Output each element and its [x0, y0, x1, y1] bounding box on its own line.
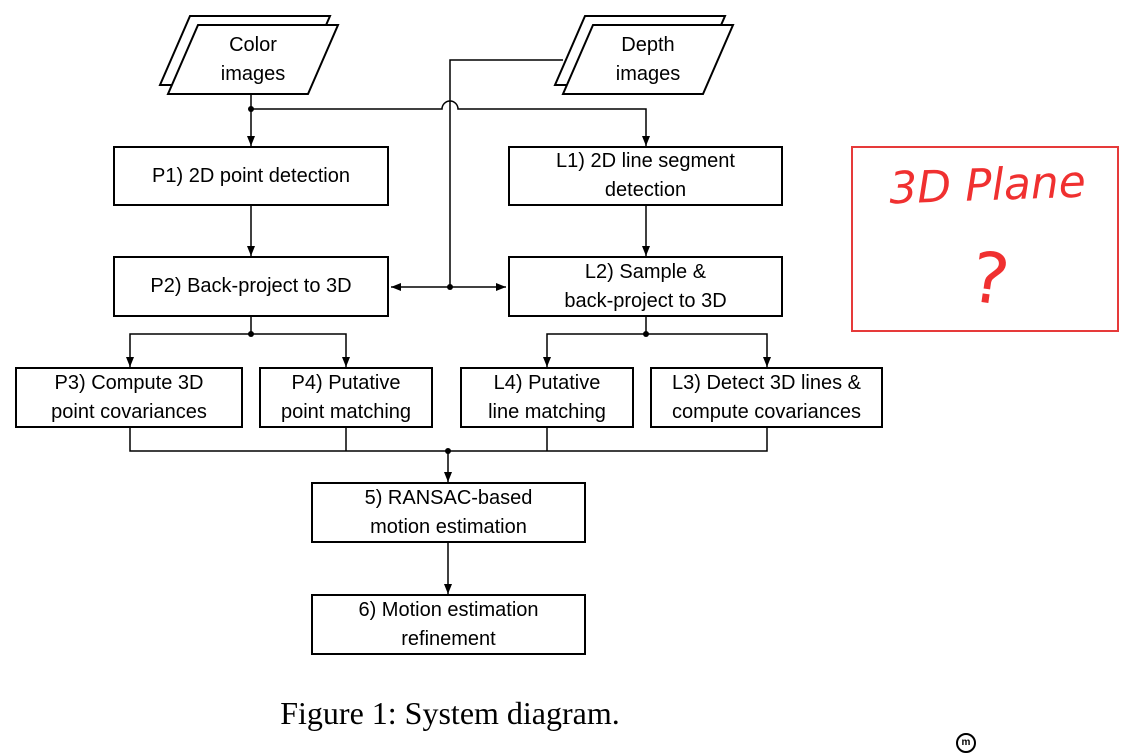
node-5: 5) RANSAC-based motion estimation — [311, 482, 586, 543]
annotation-box — [851, 146, 1119, 332]
node-p4: P4) Putative point matching — [259, 367, 433, 428]
node-6: 6) Motion estimation refinement — [311, 594, 586, 655]
node-l1: L1) 2D line segment detection — [508, 146, 783, 206]
node-l3: L3) Detect 3D lines & compute covariance… — [650, 367, 883, 428]
node-l2: L2) Sample & back-project to 3D — [508, 256, 783, 317]
node-p2: P2) Back-project to 3D — [113, 256, 389, 317]
watermark-icon: m — [956, 733, 976, 753]
node-l4: L4) Putative line matching — [460, 367, 634, 428]
color-images-label: Color images — [220, 33, 286, 85]
annotation-question-mark: ? — [965, 235, 1015, 323]
depth-images-label: Depth images — [615, 33, 681, 85]
figure-caption: Figure 1: System diagram. — [280, 695, 620, 731]
annotation-text: 3D Plane — [888, 156, 1087, 215]
depth-images-shape — [561, 24, 735, 95]
color-images-shape — [166, 24, 340, 95]
node-p1: P1) 2D point detection — [113, 146, 389, 206]
node-p3: P3) Compute 3D point covariances — [15, 367, 243, 428]
